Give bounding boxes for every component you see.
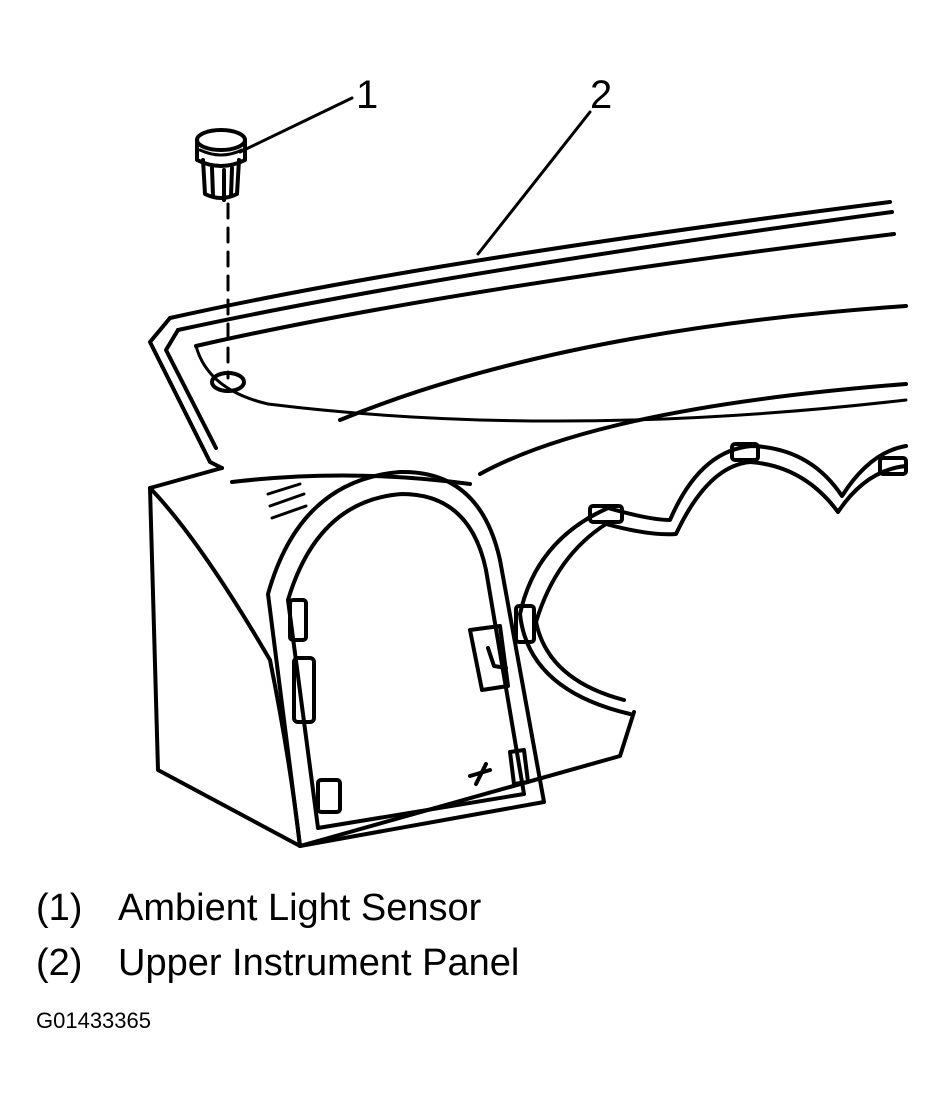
callout-number-1: 1: [356, 73, 378, 117]
ambient-light-sensor: [195, 128, 247, 202]
leader-line-1: [238, 96, 354, 154]
callout-number-2: 2: [590, 73, 612, 117]
legend-label: Ambient Light Sensor: [118, 887, 482, 929]
figure-id: G01433365: [36, 1008, 151, 1033]
upper-instrument-panel: [148, 200, 908, 848]
legend-item-2: (2) Upper Instrument Panel: [36, 940, 519, 986]
legend-label: Upper Instrument Panel: [118, 942, 520, 984]
legend-number: (1): [36, 887, 83, 929]
legend-item-1: (1) Ambient Light Sensor: [36, 885, 481, 931]
instrument-panel-diagram: 1 2: [148, 73, 908, 848]
legend-number: (2): [36, 942, 83, 984]
sensor-mounting-hole: [210, 371, 246, 393]
leader-line-2: [476, 110, 592, 256]
